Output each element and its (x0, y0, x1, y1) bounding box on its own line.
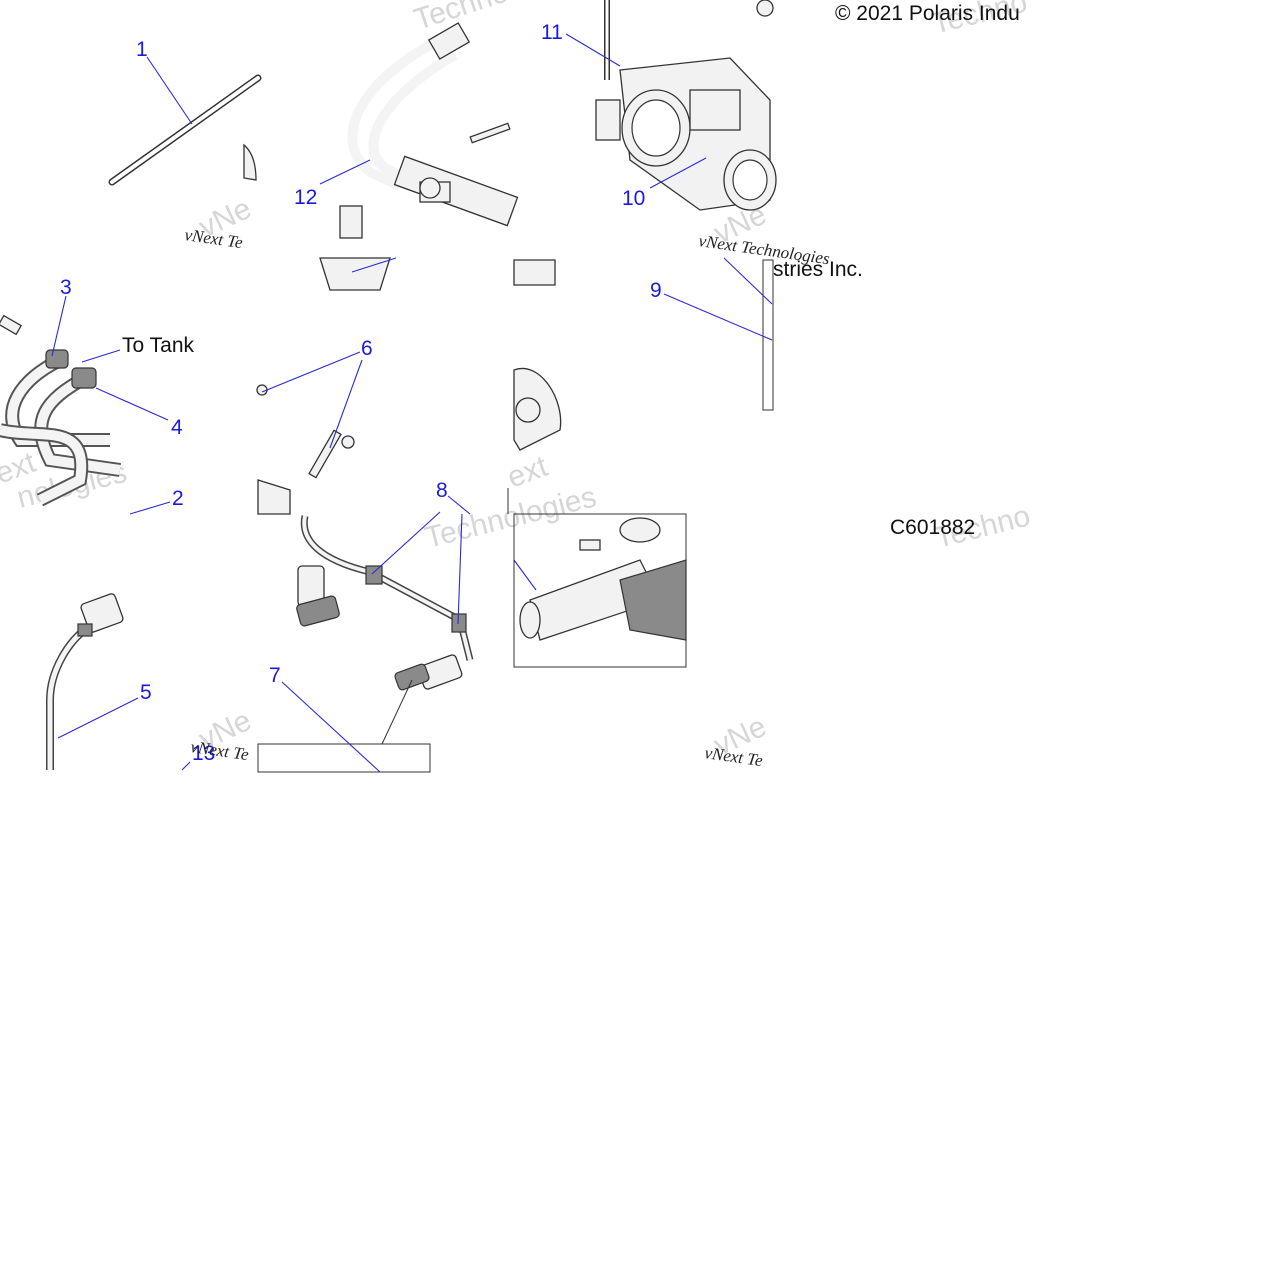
part-rod (108, 74, 262, 186)
copyright-text-tail: stries Inc. (773, 258, 863, 281)
callout-11: 11 (541, 21, 563, 44)
part-fuel-rail (319, 22, 519, 291)
part-throttle-body (595, 0, 777, 211)
leader-lines (51, 33, 773, 773)
part-partial-component (243, 143, 774, 773)
watermark-ghost: Technologies (422, 480, 600, 554)
part-sensor-lead (46, 593, 124, 770)
callout-6: 6 (361, 337, 373, 360)
callout-12: 12 (294, 186, 317, 209)
callout-10: 10 (622, 187, 645, 210)
part-tank-hoses (0, 314, 121, 507)
copyright-text: © 2021 Polaris Indu (835, 2, 1020, 25)
callout-9: 9 (650, 279, 662, 302)
diagram-notes: To Tank © 2021 Polaris Indu stries Inc. … (122, 2, 1020, 539)
callout-7: 7 (269, 664, 281, 687)
callout-4: 4 (171, 416, 183, 439)
drawing-code: C601882 (890, 516, 975, 539)
callout-8: 8 (436, 479, 448, 502)
callout-labels: 1 12 11 10 3 4 2 6 9 8 5 7 13 (60, 21, 662, 765)
note-to-tank: To Tank (122, 334, 194, 357)
callout-5: 5 (140, 681, 152, 704)
watermark-script: vNext Technologies (697, 231, 831, 268)
part-bolts (256, 384, 355, 515)
detail-injector-closeup (513, 513, 687, 668)
callout-3: 3 (60, 276, 72, 299)
callout-2: 2 (172, 487, 184, 510)
callout-1: 1 (136, 38, 148, 61)
part-injector-harness (296, 515, 474, 691)
callout-13: 13 (192, 742, 215, 765)
watermark-ghost: ext (503, 450, 553, 495)
